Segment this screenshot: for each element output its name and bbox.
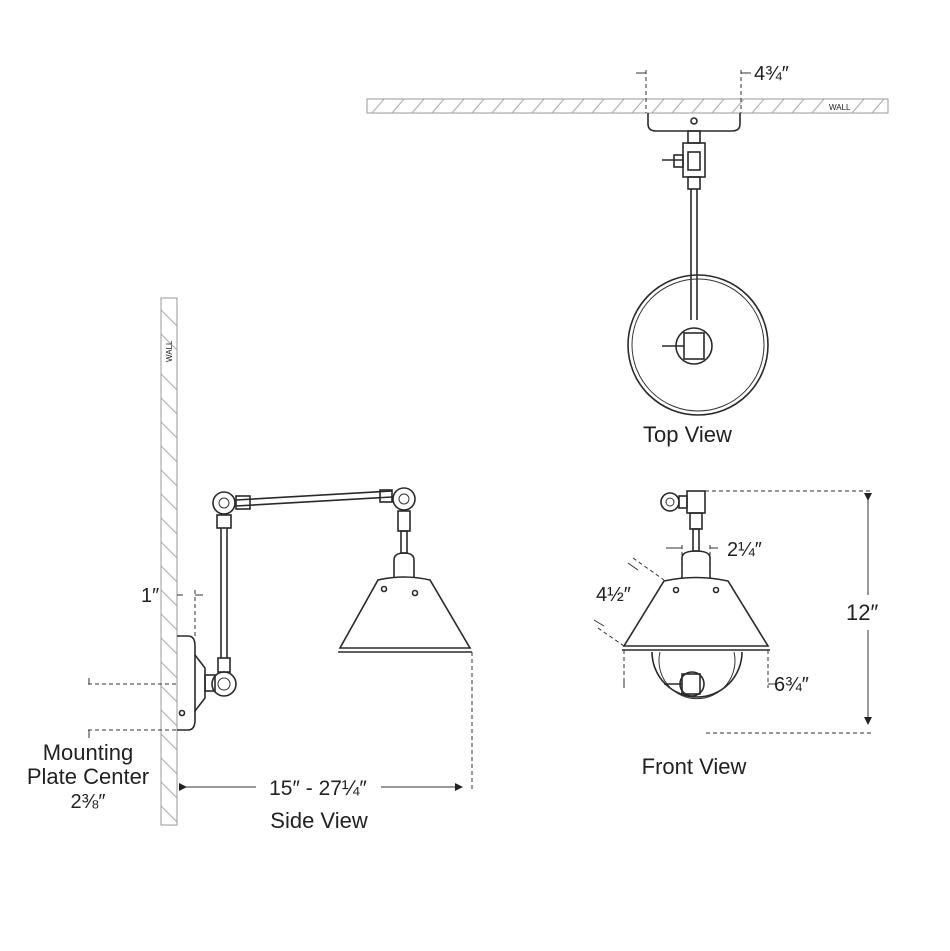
side-view: WALL	[27, 297, 473, 833]
side-right-knuckle	[392, 487, 416, 511]
front-top-knuckle	[660, 492, 680, 512]
side-mounting-plate	[177, 635, 196, 731]
front-backplate	[651, 651, 743, 698]
side-mounting-value: 2⅜″	[71, 791, 106, 813]
side-view-title: Side View	[270, 808, 368, 833]
top-view-title: Top View	[643, 422, 732, 447]
top-knuckle	[687, 130, 701, 144]
front-shade	[622, 576, 770, 647]
top-wall-label: WALL	[829, 103, 851, 112]
side-mounting-line2: Plate Center	[27, 764, 149, 789]
front-view: 2¼″ 4½″ 6¾″ 12″ Front View	[593, 490, 878, 779]
front-dim-shade-width: 6¾″	[774, 674, 809, 696]
side-upper-knuckle	[212, 491, 236, 515]
front-dim-height: 12″	[846, 600, 878, 625]
side-socket	[393, 552, 415, 578]
top-canopy	[647, 113, 741, 132]
top-view: WALL 4¾″ Top View	[366, 63, 889, 447]
side-wall: WALL	[160, 297, 178, 826]
side-dim-offset: 1″	[141, 585, 159, 607]
top-wall: WALL	[366, 98, 889, 114]
front-dim-neck: 2¼″	[727, 539, 762, 561]
front-view-title: Front View	[642, 754, 747, 779]
front-socket	[681, 550, 711, 578]
top-dim-width: 4¾″	[754, 63, 789, 85]
side-horizontal-arm	[235, 490, 393, 501]
side-shade	[338, 576, 472, 649]
side-mounting-line1: Mounting	[43, 740, 134, 765]
side-dim-extension: 15″ - 27¼″	[269, 777, 367, 800]
top-shade	[627, 274, 769, 416]
side-wall-label: WALL	[165, 340, 174, 362]
front-dim-shade-height: 4½″	[596, 584, 631, 606]
